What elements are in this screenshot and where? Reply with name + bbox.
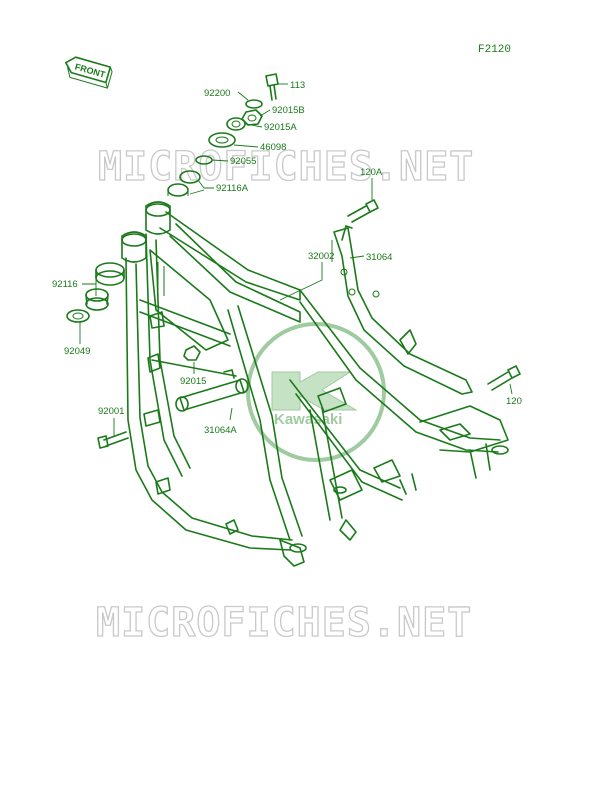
label-31064A: 31064A	[204, 425, 237, 436]
label-92015: 92015	[180, 376, 206, 387]
label-92001: 92001	[98, 406, 124, 417]
label-92055: 92055	[230, 156, 256, 167]
nut-92015	[183, 345, 201, 361]
label-31064: 31064	[366, 252, 392, 263]
side-rail-31064	[333, 225, 473, 395]
logo-text: Kawasaki	[274, 411, 342, 428]
watermark-bottom: MICROFICHES.NET	[96, 600, 472, 646]
page-code: F2120	[478, 44, 511, 56]
leader-lines	[79, 83, 513, 436]
label-120: 120	[506, 396, 522, 407]
label-32002: 32002	[308, 251, 334, 262]
front-arrow-icon: FRONT	[64, 56, 113, 89]
label-92049: 92049	[64, 346, 90, 357]
watermark-top: MICROFICHES.NET	[98, 144, 474, 190]
main-frame	[121, 201, 509, 567]
label-120A: 120A	[360, 167, 383, 178]
lower-bearing-parts	[66, 262, 125, 323]
label-92015A: 92015A	[264, 122, 297, 133]
label-92116: 92116	[52, 279, 78, 290]
part-labels: 113 92200 92015B 92015A 46098 92055 9211…	[52, 80, 522, 436]
bolt-92001	[97, 431, 129, 449]
label-113: 113	[290, 80, 305, 91]
cross-tube-31064A	[175, 369, 249, 412]
label-92200: 92200	[204, 88, 230, 99]
label-92015B: 92015B	[272, 105, 305, 116]
label-46098: 46098	[260, 142, 286, 153]
bolt-120	[487, 365, 521, 391]
label-92116A: 92116A	[216, 183, 249, 194]
bolt-120A	[347, 199, 379, 223]
